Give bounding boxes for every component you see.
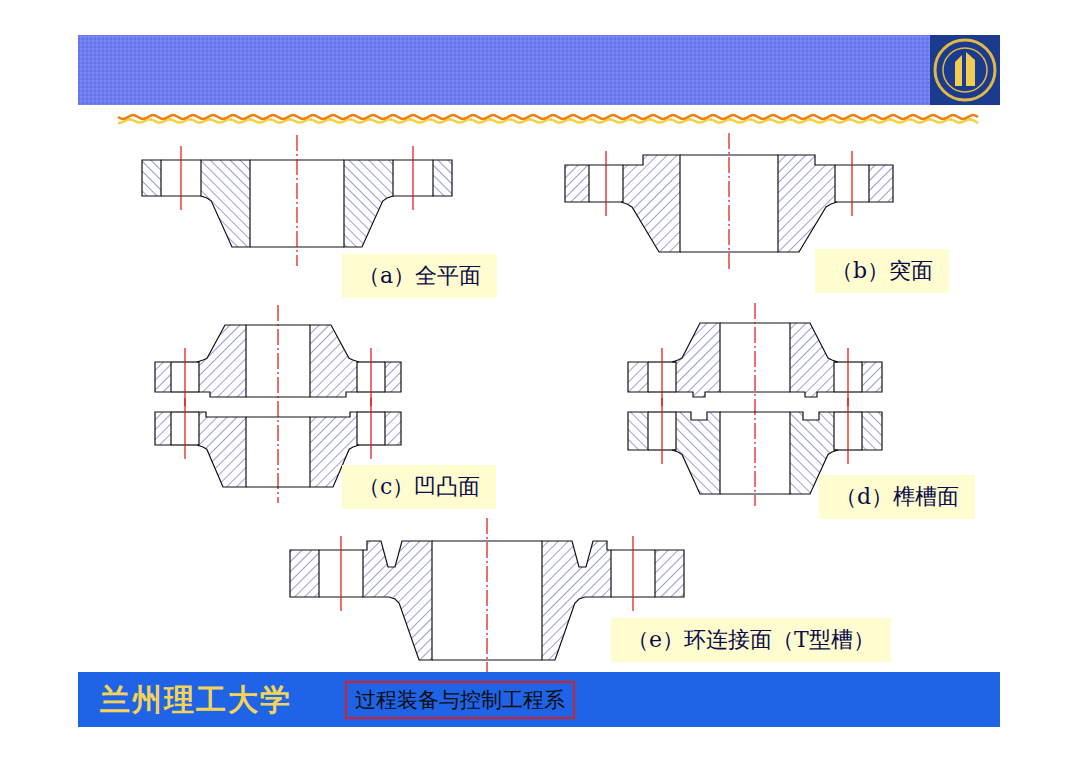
caption-box: （b）突面	[815, 249, 949, 293]
department-name: 过程装备与控制工程系	[355, 688, 565, 712]
figure-caption: （c）凹凸面	[358, 474, 480, 499]
hatched-section	[869, 165, 893, 202]
bolt-centerline	[661, 398, 662, 464]
figure-caption: （a）全平面	[358, 263, 481, 288]
bore-edge	[680, 251, 778, 252]
bolt-centerline	[851, 151, 852, 216]
axis-centerline	[486, 518, 487, 673]
logo-ring	[943, 48, 987, 92]
bore-edge	[720, 493, 790, 494]
caption-box: （e）环连接面（T型槽）	[611, 618, 891, 662]
bore-edge	[246, 486, 310, 487]
hatched-section	[862, 412, 882, 450]
bolt-centerline	[661, 348, 662, 406]
hatched-section	[385, 362, 401, 392]
hatched-section	[363, 541, 432, 660]
bolt-centerline	[184, 348, 185, 406]
bolt-centerline	[184, 398, 185, 459]
hatched-section	[385, 412, 401, 445]
bolt-centerline	[632, 536, 633, 611]
bolt-centerline	[412, 146, 413, 210]
bore-edge	[680, 154, 778, 155]
figure-caption: （b）突面	[831, 258, 933, 283]
hatched-section	[565, 165, 589, 202]
wavy-rule	[118, 115, 978, 119]
logo-ring	[935, 40, 995, 100]
bolt-centerline	[370, 398, 371, 459]
bore-edge	[720, 391, 790, 392]
header-band	[78, 35, 930, 105]
hatched-section	[542, 541, 611, 660]
bore-edge	[720, 411, 790, 412]
axis-centerline	[277, 305, 278, 503]
bolt-centerline	[847, 348, 848, 406]
figure-caption: （e）环连接面（T型槽）	[627, 627, 875, 652]
department-box: 过程装备与控制工程系	[345, 681, 575, 719]
caption-box: （a）全平面	[342, 254, 497, 298]
caption-box: （c）凹凸面	[342, 465, 496, 509]
bolt-centerline	[847, 398, 848, 464]
bolt-centerline	[605, 151, 606, 216]
bore-edge	[246, 416, 310, 417]
hatched-section	[628, 412, 648, 450]
hatched-section	[344, 160, 393, 247]
hatched-section	[672, 323, 720, 397]
hatched-section	[155, 362, 171, 392]
axis-centerline	[728, 133, 729, 271]
bolt-centerline	[370, 348, 371, 406]
axis-centerline	[296, 135, 297, 266]
bore-edge	[432, 540, 542, 541]
wavy-rule	[118, 119, 978, 123]
hatched-section	[197, 325, 246, 397]
bolt-centerline	[180, 146, 181, 210]
bore-edge	[432, 659, 542, 660]
hatched-section	[655, 550, 684, 597]
logo-panel	[930, 35, 1000, 105]
caption-box: （d）榫槽面	[819, 475, 975, 519]
hatched-section	[790, 323, 838, 397]
hatched-section	[142, 160, 161, 196]
hatched-section	[862, 362, 882, 392]
bolt-centerline	[340, 536, 341, 611]
axis-centerline	[754, 303, 755, 506]
hatched-section	[672, 412, 720, 494]
hatched-section	[290, 550, 319, 597]
hatched-section	[433, 160, 452, 196]
university-name: 兰州理工大学	[100, 680, 292, 721]
hatched-section	[201, 160, 250, 247]
hatched-section	[628, 362, 648, 392]
figure-caption: （d）榫槽面	[835, 484, 959, 509]
hatched-section	[310, 325, 359, 397]
hatched-section	[778, 155, 837, 252]
hatched-section	[621, 155, 680, 252]
hatched-section	[155, 412, 171, 445]
footer-band: 兰州理工大学 过程装备与控制工程系	[78, 672, 1000, 727]
flange-section	[142, 135, 452, 266]
hatched-section	[197, 412, 246, 487]
logo-building	[955, 52, 975, 86]
